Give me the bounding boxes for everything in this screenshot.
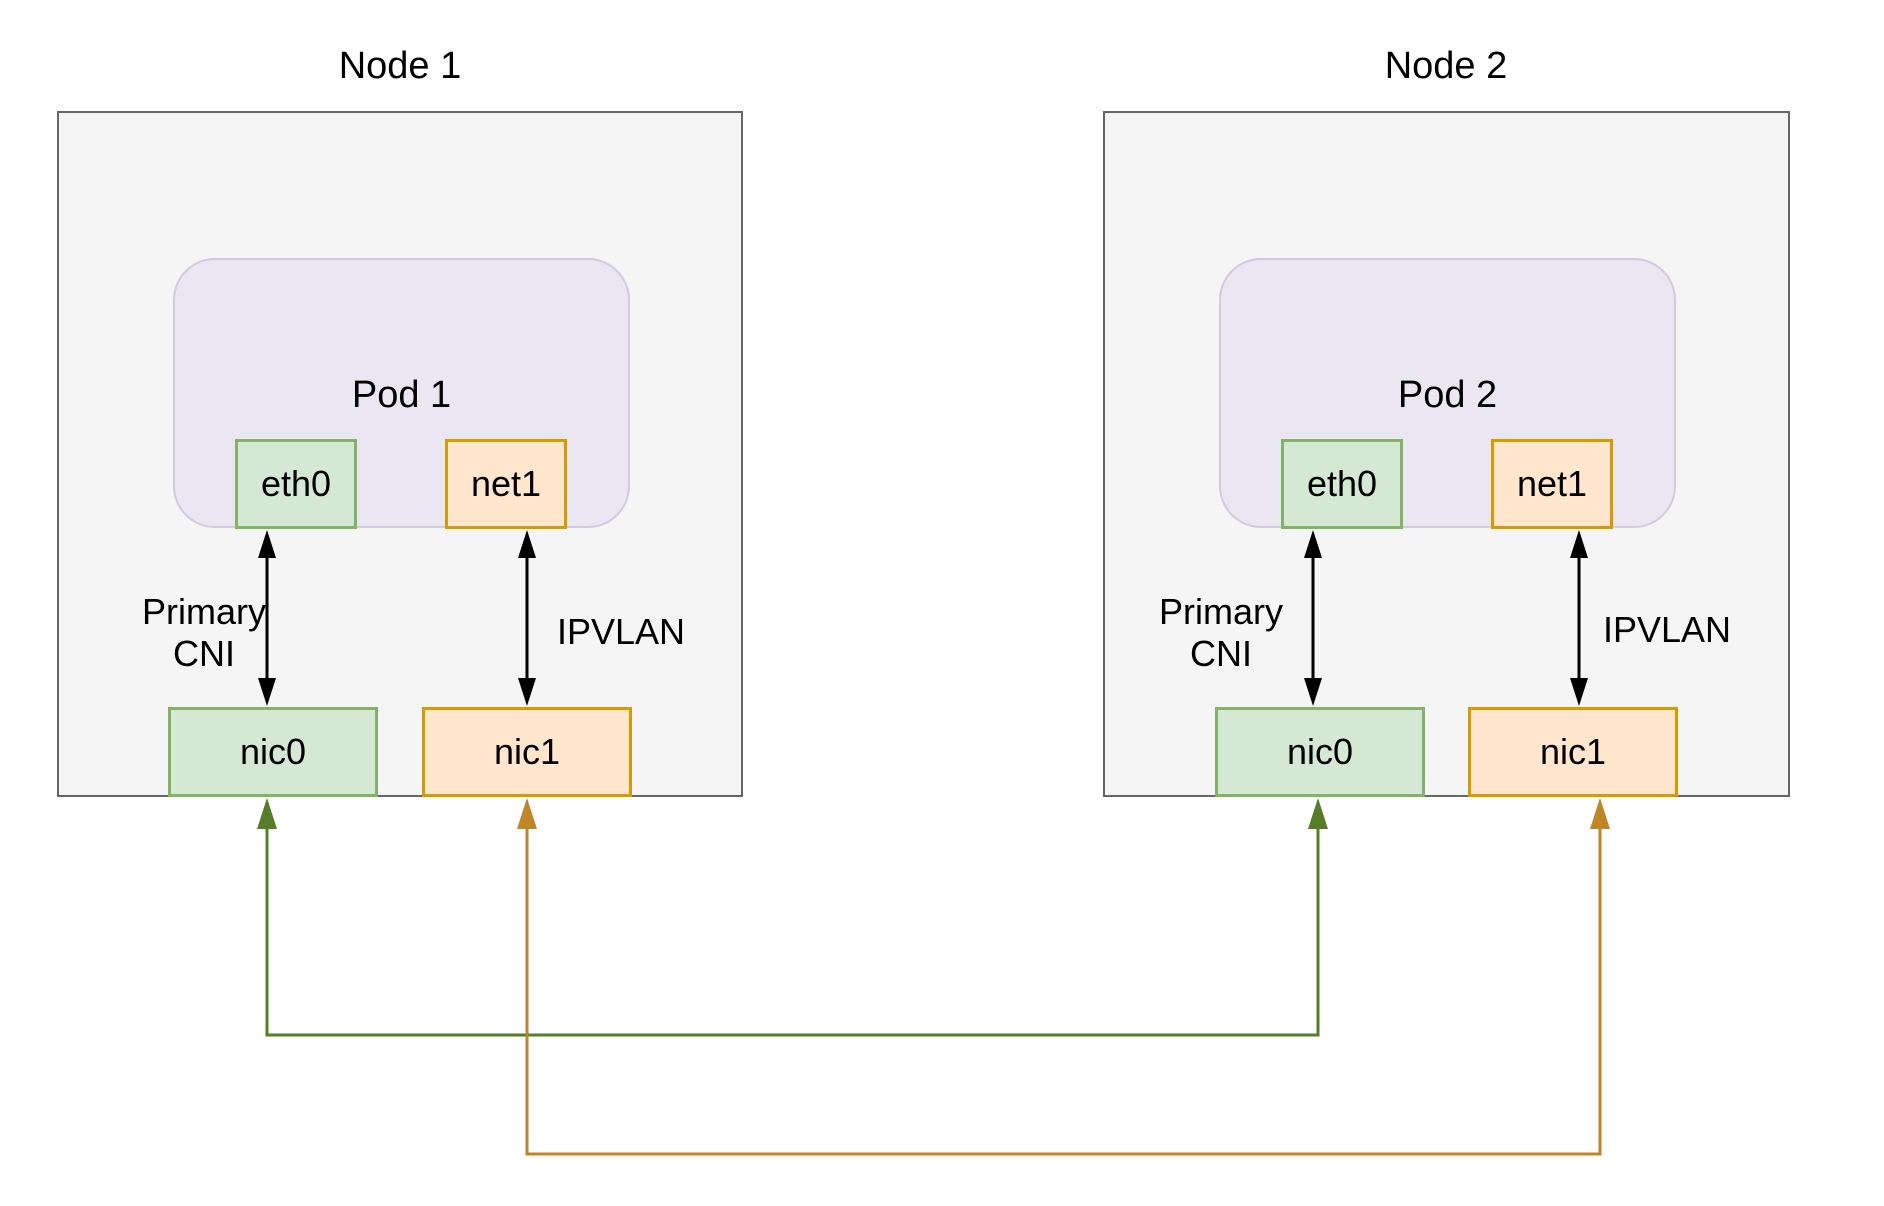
node1-nic0: nic0 xyxy=(168,707,378,797)
node1-eth0-interface: eth0 xyxy=(235,439,357,529)
node1-primary-cni-label: Primary CNI xyxy=(84,591,324,675)
node2-net1-interface: net1 xyxy=(1491,439,1613,529)
primary-cni-line1: Primary xyxy=(142,591,266,632)
primary-cni-line2: CNI xyxy=(1190,633,1252,674)
arrowhead-up-icon xyxy=(518,530,536,558)
arrowhead-down-icon xyxy=(1570,678,1588,706)
node2-net1-label: net1 xyxy=(1516,463,1588,504)
node1-net1-interface: net1 xyxy=(445,439,567,529)
node2-primary-cni-label: Primary CNI xyxy=(1101,591,1341,675)
arrowhead-up-icon xyxy=(517,798,537,829)
node2-nic0: nic0 xyxy=(1215,707,1425,797)
node2-eth0-interface: eth0 xyxy=(1281,439,1403,529)
node1-title: Node 1 xyxy=(338,45,462,87)
nic1-to-nic1-link xyxy=(517,798,1610,1156)
node2-ipvlan-label: IPVLAN xyxy=(1602,609,1732,650)
arrowhead-down-icon xyxy=(258,678,276,706)
nic0-to-nic0-link xyxy=(257,798,1328,1037)
node2-title: Node 2 xyxy=(1384,45,1508,87)
node2-pod-label: Pod 2 xyxy=(1397,374,1498,416)
node2-ipvlan-arrow xyxy=(1570,530,1588,706)
node1-ipvlan-label: IPVLAN xyxy=(556,611,686,652)
node2-nic0-label: nic0 xyxy=(1286,731,1354,772)
primary-cni-line1: Primary xyxy=(1159,591,1283,632)
node1-eth0-label: eth0 xyxy=(260,463,332,504)
arrowhead-down-icon xyxy=(518,678,536,706)
arrowhead-up-icon xyxy=(1570,530,1588,558)
arrowhead-up-icon xyxy=(1590,798,1610,829)
node1-pod-label: Pod 1 xyxy=(351,374,452,416)
node1-nic1: nic1 xyxy=(422,707,632,797)
arrowhead-up-icon xyxy=(1308,798,1328,829)
node1-primary-cni-arrow xyxy=(258,530,276,706)
node2-nic1: nic1 xyxy=(1468,707,1678,797)
node2-primary-cni-arrow xyxy=(1304,530,1322,706)
node2-nic1-label: nic1 xyxy=(1539,731,1607,772)
node1-ipvlan-arrow xyxy=(518,530,536,706)
node1-nic1-label: nic1 xyxy=(493,731,561,772)
primary-cni-line2: CNI xyxy=(173,633,235,674)
node1-net1-label: net1 xyxy=(470,463,542,504)
node1-nic0-label: nic0 xyxy=(239,731,307,772)
arrowhead-up-icon xyxy=(1304,530,1322,558)
node2-eth0-label: eth0 xyxy=(1306,463,1378,504)
arrowhead-up-icon xyxy=(258,530,276,558)
arrowhead-down-icon xyxy=(1304,678,1322,706)
arrowhead-up-icon xyxy=(257,798,277,829)
